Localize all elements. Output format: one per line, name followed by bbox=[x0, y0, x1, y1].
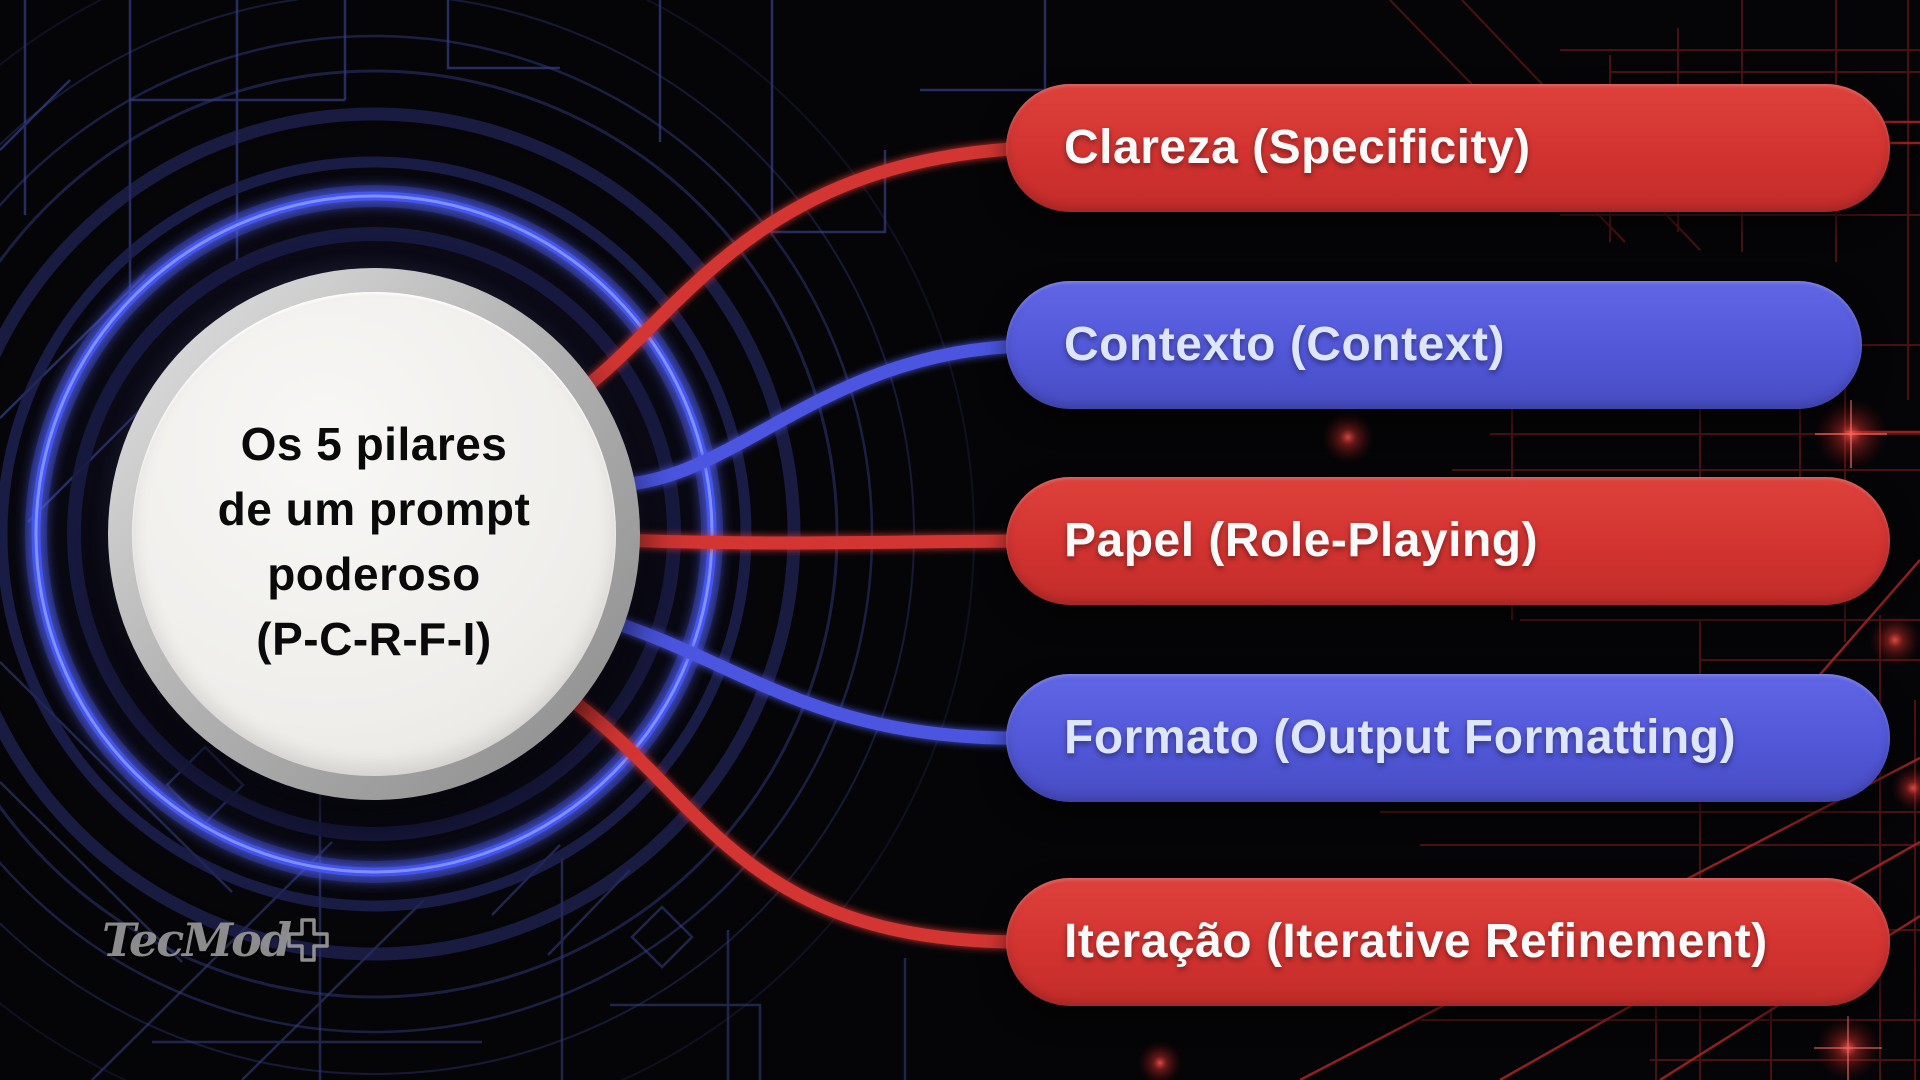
tecmod-logo: TecMod bbox=[102, 912, 330, 968]
glow-ring bbox=[25, 185, 723, 883]
central-hub-inner: Os 5 pilares de um prompt poderoso (P-C-… bbox=[132, 292, 616, 776]
plus-cross-icon bbox=[287, 918, 329, 962]
red-glow-nodes bbox=[1138, 398, 1920, 1080]
connector-contexto bbox=[598, 339, 1037, 492]
hub-rings bbox=[0, 0, 975, 1080]
pillar-clareza: Clareza (Specificity) bbox=[1006, 84, 1890, 212]
hub-title-line4: (P-C-R-F-I) bbox=[256, 613, 492, 665]
connector-formato bbox=[593, 611, 1037, 745]
connector-iteracao bbox=[558, 688, 1037, 949]
hub-title: Os 5 pilares de um prompt poderoso (P-C-… bbox=[218, 412, 531, 672]
hub-title-line2: de um prompt bbox=[217, 483, 531, 535]
hub-title-line3: poderoso bbox=[267, 548, 481, 600]
connector-clareza bbox=[568, 141, 1037, 402]
pillar-formato: Formato (Output Formatting) bbox=[1006, 674, 1890, 802]
hub-title-line1: Os 5 pilares bbox=[240, 418, 508, 470]
pillar-papel: Papel (Role-Playing) bbox=[1006, 477, 1890, 605]
central-hub-circle: Os 5 pilares de um prompt poderoso (P-C-… bbox=[108, 268, 640, 800]
connector-lines bbox=[558, 141, 1037, 949]
connector-papel bbox=[613, 533, 1037, 550]
tecmod-logo-text: TecMod bbox=[102, 913, 292, 967]
pillar-iteracao: Iteração (Iterative Refinement) bbox=[1006, 878, 1890, 1006]
pillar-contexto: Contexto (Context) bbox=[1006, 281, 1862, 409]
